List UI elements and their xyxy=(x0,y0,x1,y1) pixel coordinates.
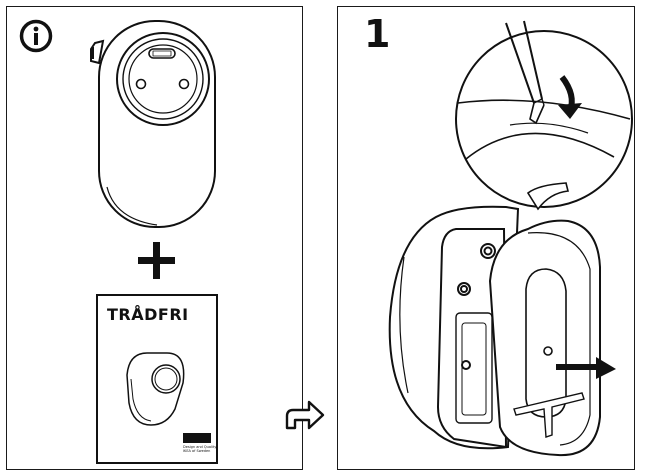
zoom-pointer xyxy=(526,182,569,211)
plus-sign xyxy=(138,242,175,279)
manual-title: TRÅDFRI xyxy=(107,305,189,324)
next-step-arrow-icon xyxy=(283,398,327,434)
right-panel: 1 xyxy=(337,6,635,470)
left-panel: TRÅDFRI IKEA Design and Quality IKEA of … xyxy=(6,6,303,470)
zoom-detail-circle xyxy=(455,20,633,208)
manual-booklet xyxy=(96,294,218,464)
smart-plug-illustration xyxy=(90,20,216,228)
step-number: 1 xyxy=(364,12,391,56)
ikea-logo: IKEA xyxy=(188,443,206,451)
manual-tagline: Design and Quality IKEA of Sweden xyxy=(183,445,217,453)
device-illustration xyxy=(388,205,616,457)
info-icon xyxy=(19,19,53,53)
